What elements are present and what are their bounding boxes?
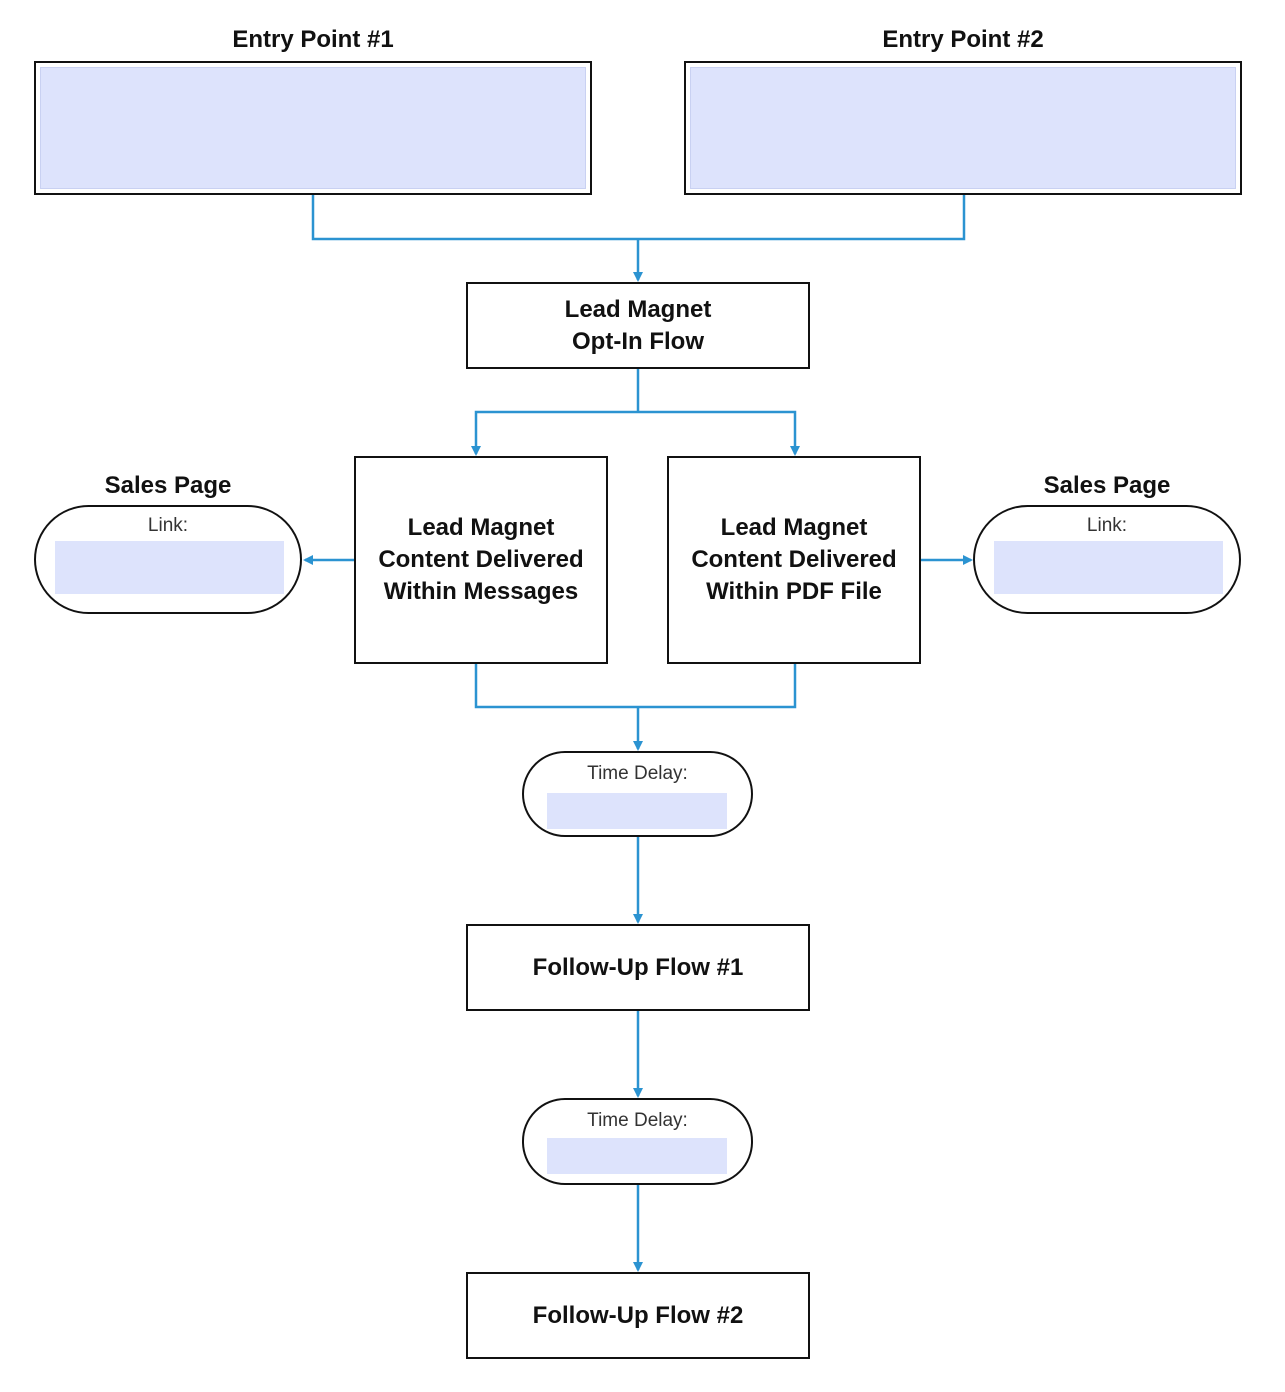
sales-page-right-pill[interactable]: Link: [973,505,1241,614]
follow-up-1-box[interactable]: Follow-Up Flow #1 [466,924,810,1011]
content-pdf-line-3: Within PDF File [706,578,882,605]
sales-page-right-caption: Link: [1086,515,1128,536]
sales-page-left-link-field[interactable] [55,541,284,594]
time-delay-1-caption: Time Delay: [587,763,688,784]
entry-point-1-label: Entry Point #1 [232,26,394,53]
sales-page-right-title: Sales Page [1043,472,1171,499]
arrow-to-content-messages [471,410,638,456]
opt-in-flow-box[interactable]: Lead Magnet Opt-In Flow [466,282,810,369]
content-messages-line-2: Content Delivered [378,546,584,573]
time-delay-2-pill[interactable]: Time Delay: [522,1098,753,1185]
entry-point-1-placeholder [40,67,586,189]
entry-point-1-box[interactable] [34,61,592,195]
time-delay-2-caption: Time Delay: [587,1110,688,1131]
entry-point-2-placeholder [690,67,1236,189]
content-pdf-line-2: Content Delivered [691,546,897,573]
follow-up-2-label: Follow-Up Flow #2 [532,1301,744,1329]
sales-page-left-title: Sales Page [104,472,232,499]
sales-page-right-link-field[interactable] [994,541,1223,594]
entry-point-2-box[interactable] [684,61,1242,195]
content-pdf-box[interactable]: Lead Magnet Content Delivered Within PDF… [667,456,921,664]
time-delay-2-field[interactable] [547,1138,727,1174]
connector-entry2 [638,195,966,241]
opt-in-line-2: Opt-In Flow [572,327,704,355]
arrow-to-content-pdf [638,410,800,456]
follow-up-1-label: Follow-Up Flow #1 [532,953,744,981]
content-pdf-line-1: Lead Magnet [720,514,868,541]
time-delay-1-field[interactable] [547,793,727,829]
time-delay-1-pill[interactable]: Time Delay: [522,751,753,837]
opt-in-line-1: Lead Magnet [564,295,712,323]
entry-point-2-label: Entry Point #2 [882,26,1044,53]
connector-content-messages-down [474,663,638,709]
content-messages-line-1: Lead Magnet [407,514,555,541]
content-messages-line-3: Within Messages [383,578,579,605]
sales-page-left-pill[interactable]: Link: [34,505,302,614]
sales-page-left-caption: Link: [147,515,189,536]
content-messages-box[interactable]: Lead Magnet Content Delivered Within Mes… [354,456,608,664]
follow-up-2-box[interactable]: Follow-Up Flow #2 [466,1272,810,1359]
connector-entry1 [311,195,638,241]
connector-content-pdf-down [638,663,797,709]
